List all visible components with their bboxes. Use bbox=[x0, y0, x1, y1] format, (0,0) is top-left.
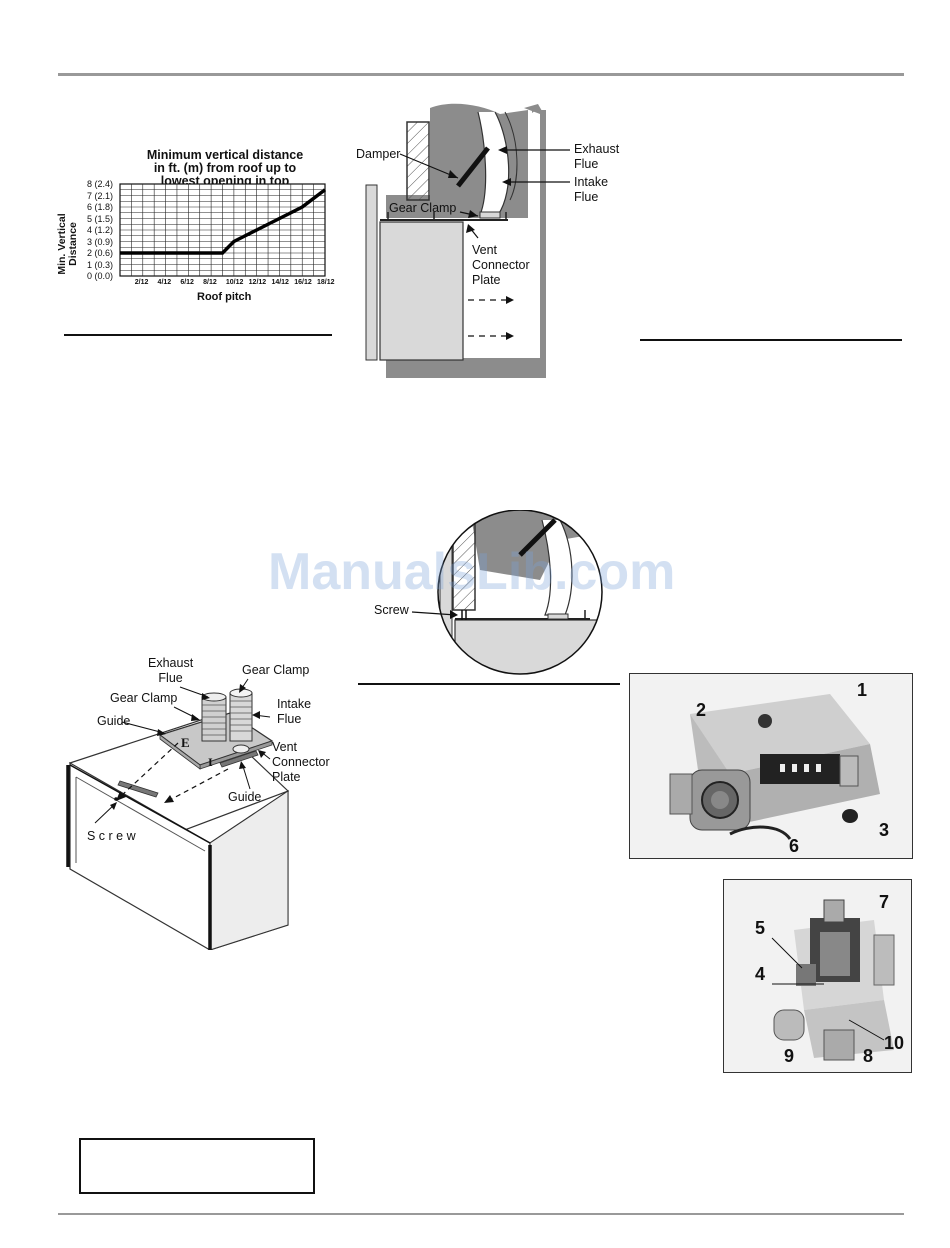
chart-y-tick-label: 4 (1.2) bbox=[87, 225, 114, 235]
chart-y-tick-label: 3 (0.9) bbox=[87, 236, 114, 247]
label-unit-guide-left: Guide bbox=[97, 714, 131, 728]
label-gear-clamp: Gear Clamp bbox=[389, 201, 457, 215]
footer-rule bbox=[58, 1213, 904, 1215]
photo1-label-6: 6 bbox=[789, 836, 800, 856]
label-unit-gear-clamp-right: Gear Clamp bbox=[242, 663, 310, 677]
vent-connector-art bbox=[66, 678, 290, 950]
gas-valve-photo-1-art bbox=[669, 694, 880, 840]
section-rule-middle bbox=[358, 683, 620, 685]
chart-plot-area bbox=[119, 183, 327, 277]
photo1-label-2: 2 bbox=[696, 700, 707, 720]
gas-valve-photo-2: 7 5 4 10 9 8 bbox=[723, 879, 912, 1073]
label-unit-screw: S c r e w bbox=[87, 829, 136, 843]
photo2-label-10: 10 bbox=[884, 1033, 905, 1053]
chart-x-tick-label: 2/12 bbox=[134, 279, 149, 286]
plate-letter-i: I bbox=[208, 755, 213, 769]
chart-x-axis-title: Roof pitch bbox=[197, 291, 252, 303]
photo2-label-8: 8 bbox=[863, 1046, 874, 1066]
empty-note-box bbox=[79, 1138, 315, 1194]
label-unit-intake-flue: Intake Flue bbox=[277, 697, 312, 726]
chart-x-tick-label: 8/12 bbox=[203, 279, 217, 286]
damper-diagram-art bbox=[365, 103, 570, 379]
chart-x-tick-label: 10/12 bbox=[225, 279, 244, 286]
chart-y-tick-label: 6 (1.8) bbox=[87, 202, 114, 212]
gas-valve-photo-1: 1 2 3 6 bbox=[629, 673, 913, 859]
gas-valve-photo-2-art bbox=[773, 899, 895, 1061]
photo2-label-9: 9 bbox=[784, 1046, 795, 1066]
label-vent-connector-plate: Vent Connector Plate bbox=[472, 243, 530, 287]
label-unit-exhaust-flue: Exhaust Flue bbox=[148, 656, 194, 685]
header-rule bbox=[58, 73, 904, 76]
chart-x-tick-label: 6/12 bbox=[180, 279, 194, 286]
chart-x-tick-label: 16/12 bbox=[294, 279, 312, 286]
photo2-label-4: 4 bbox=[755, 964, 766, 984]
plate-letter-e: E bbox=[181, 735, 190, 750]
chart-series-line-0 bbox=[120, 188, 327, 255]
photo2-label-5: 5 bbox=[755, 918, 766, 938]
section-rule-left bbox=[64, 334, 332, 336]
photo1-label-1: 1 bbox=[857, 680, 868, 700]
section-rule-right bbox=[640, 339, 902, 341]
chart-y-tick-label: 8 (2.4) bbox=[87, 179, 114, 189]
photo2-label-7: 7 bbox=[879, 892, 890, 912]
label-exhaust-flue: Exhaust Flue bbox=[574, 142, 620, 171]
chart-y-tick-label: 0 (0.0) bbox=[87, 271, 114, 281]
label-intake-flue: Intake Flue bbox=[574, 175, 609, 204]
chart-x-tick-label: 14/12 bbox=[271, 279, 289, 286]
chart-x-tick-label: 4/12 bbox=[157, 279, 172, 286]
chart-x-tick-label: 18/12 bbox=[317, 279, 335, 286]
chart-y-tick-label: 5 (1.5) bbox=[87, 213, 114, 224]
label-screw-detail: Screw bbox=[374, 603, 409, 617]
label-unit-vent-connector-plate: Vent Connector Plate bbox=[272, 740, 330, 784]
watermark: ManualsLib.com bbox=[268, 543, 676, 601]
chart-y-tick-label: 2 (0.6) bbox=[87, 248, 114, 258]
screw-detail-art bbox=[411, 510, 603, 675]
label-unit-guide-right: Guide bbox=[228, 790, 262, 804]
chart-y-tick-label: 1 (0.3) bbox=[87, 259, 114, 270]
chart-y-tick-label: 7 (2.1) bbox=[87, 190, 114, 201]
photo1-label-3: 3 bbox=[879, 820, 890, 840]
chart-y-axis-title: Min. Vertical Distance bbox=[56, 213, 79, 275]
photo2-leaders bbox=[771, 937, 885, 1041]
label-unit-gear-clamp-left: Gear Clamp bbox=[110, 691, 178, 705]
chart-x-tick-label: 12/12 bbox=[248, 279, 267, 286]
label-damper: Damper bbox=[356, 147, 401, 161]
